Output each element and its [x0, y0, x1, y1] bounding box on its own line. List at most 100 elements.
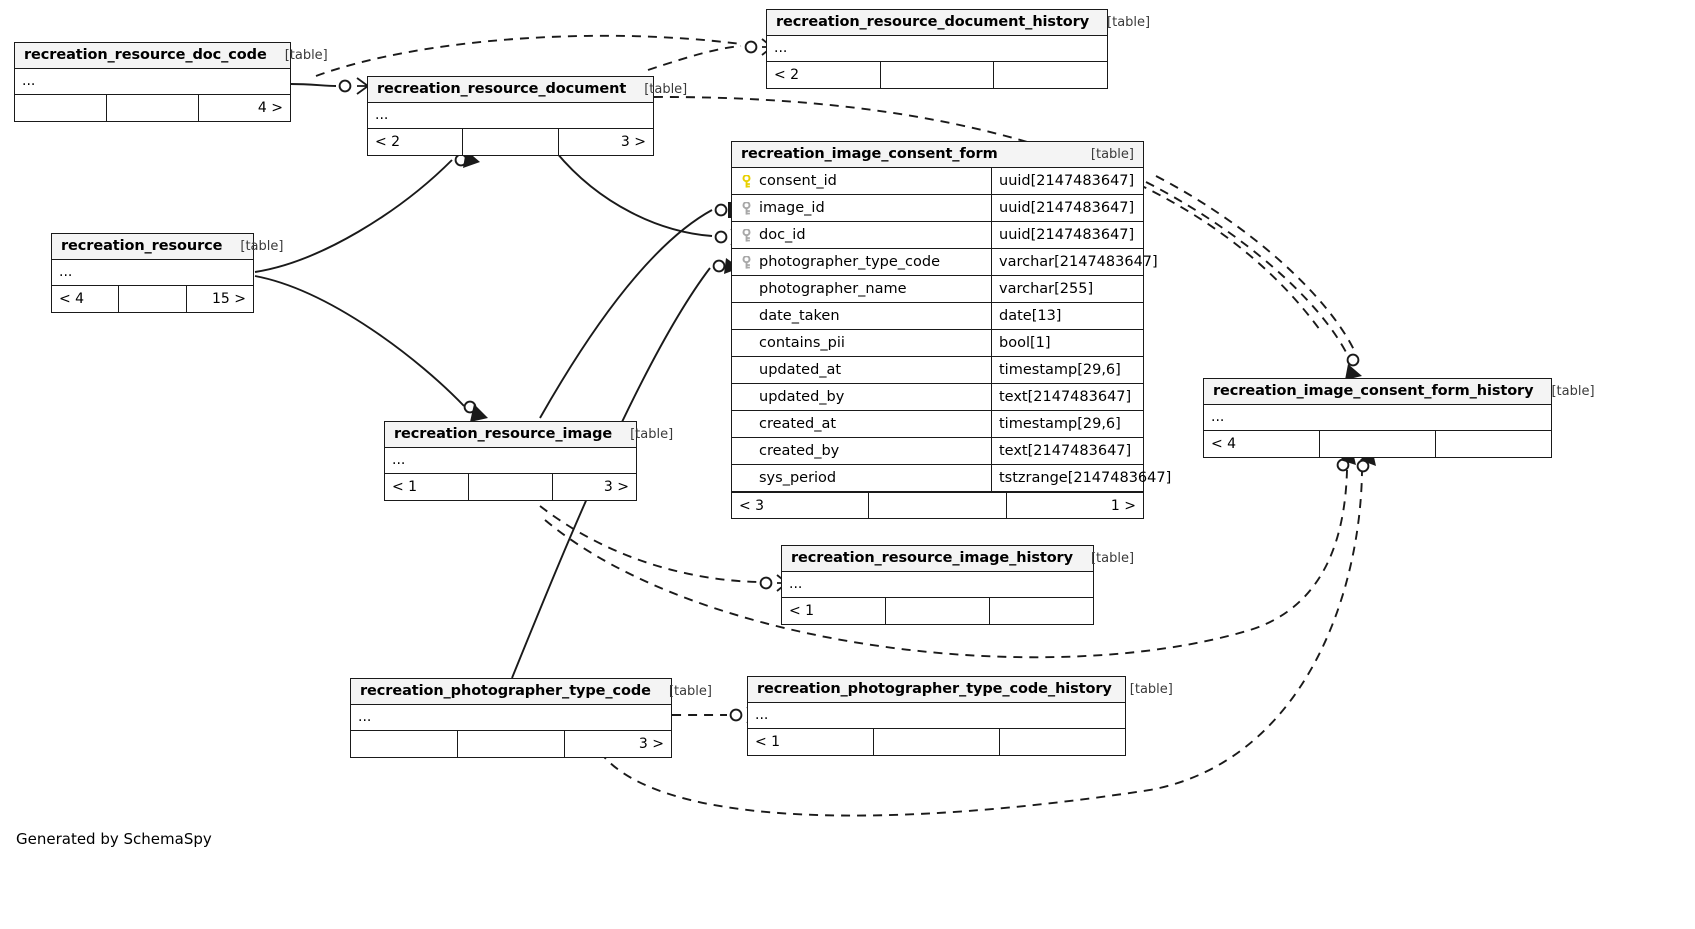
table-title-bar: recreation_photographer_type_code_histor…: [748, 677, 1173, 703]
table-footer: < 2 3 >: [368, 129, 653, 155]
table-type-tag: [table]: [1107, 14, 1151, 30]
footer-middle: [881, 62, 995, 88]
table-name: recreation_resource: [61, 238, 223, 254]
table-name: recreation_resource_doc_code: [24, 47, 267, 63]
edge-consent-consenthistory-b: [1155, 175, 1357, 355]
no-key-icon: [741, 283, 752, 296]
column-name-cell: contains_pii: [732, 330, 992, 356]
footer-middle: [458, 731, 565, 757]
no-key-icon: [741, 418, 752, 431]
column-name: updated_by: [759, 389, 845, 405]
table-title-bar: recreation_resource [table]: [52, 234, 283, 260]
column-name-cell: sys_period: [732, 465, 992, 491]
foreign-key-icon: [741, 255, 752, 269]
footer-parents-count: < 3: [732, 493, 870, 518]
column-name: consent_id: [759, 173, 837, 189]
column-name: photographer_type_code: [759, 254, 941, 270]
edge-document-dochistory: [647, 45, 742, 71]
table-node-recreation-image-consent-form-history[interactable]: recreation_image_consent_form_history [t…: [1203, 378, 1595, 458]
table-name: recreation_resource_document: [377, 81, 627, 97]
table-node-recreation-resource-image[interactable]: recreation_resource_image [table] ... < …: [384, 421, 673, 501]
column-name: image_id: [759, 200, 825, 216]
column-name: photographer_name: [759, 281, 907, 297]
column-name: updated_at: [759, 362, 842, 378]
no-key-icon: [741, 337, 752, 350]
table-node-recreation-photographer-type-code[interactable]: recreation_photographer_type_code [table…: [350, 678, 712, 758]
table-node-recreation-resource-image-history[interactable]: recreation_resource_image_history [table…: [781, 545, 1134, 625]
table-node-recreation-resource[interactable]: recreation_resource [table] ... < 4 15 >: [51, 233, 283, 313]
edge-image-imagehistory: [539, 505, 758, 583]
footer-children-count: 1 >: [1110, 497, 1136, 514]
footer-children-count: [990, 598, 1093, 624]
table-node-recreation-resource-doc-code[interactable]: recreation_resource_doc_code [table] ...…: [14, 42, 328, 122]
table-columns-ellipsis: ...: [385, 448, 636, 474]
table-row[interactable]: image_id uuid[2147483647]: [732, 195, 1143, 222]
table-name: recreation_image_consent_form: [741, 146, 998, 162]
column-type: bool[1]: [999, 335, 1051, 351]
edge-doccode-dochistory: [315, 34, 742, 77]
table-title-bar: recreation_photographer_type_code [table…: [351, 679, 712, 705]
column-name: doc_id: [759, 227, 806, 243]
table-footer: < 1: [748, 729, 1125, 755]
footer-parents-count: < 2: [368, 129, 464, 155]
footer-parents-count: [351, 731, 458, 757]
column-type: tstzrange[2147483647]: [999, 470, 1172, 486]
table-columns-ellipsis: ...: [1204, 405, 1551, 431]
table-type-tag: [table]: [1090, 550, 1135, 566]
table-title-bar: recreation_image_consent_form [table]: [732, 142, 1143, 168]
column-type: date[13]: [999, 308, 1062, 324]
footer-parents-count: < 1: [782, 598, 886, 624]
table-node-recreation-resource-document-history[interactable]: recreation_resource_document_history [ta…: [766, 9, 1150, 89]
table-row[interactable]: photographer_type_code varchar[2147483647…: [732, 249, 1158, 276]
table-type-tag: [table]: [1090, 146, 1134, 162]
footer-children-count: 3 >: [620, 134, 646, 150]
column-type: varchar[2147483647]: [999, 254, 1158, 270]
column-name: date_taken: [759, 308, 840, 324]
column-name-cell: created_at: [732, 411, 992, 437]
footer-middle: [886, 598, 990, 624]
footer-middle: [1320, 431, 1436, 457]
edge-resource-document: [254, 159, 453, 273]
column-name-cell: date_taken: [732, 303, 992, 329]
column-name-cell: consent_id: [732, 168, 992, 194]
table-columns-ellipsis: ...: [52, 260, 253, 286]
footer-parents-count: < 2: [767, 62, 881, 88]
column-name: sys_period: [759, 470, 837, 486]
column-name-cell: created_by: [732, 438, 992, 464]
table-columns-ellipsis: ...: [767, 36, 1107, 62]
table-type-tag: [table]: [1129, 681, 1173, 697]
table-columns-ellipsis: ...: [351, 705, 671, 731]
table-title-bar: recreation_resource_doc_code [table]: [15, 43, 328, 69]
table-name: recreation_photographer_type_code: [360, 683, 651, 699]
table-row[interactable]: date_taken date[13]: [732, 303, 1143, 330]
table-footer: 3 >: [351, 731, 671, 757]
footer-children-count: [994, 62, 1107, 88]
footer-parents-count: < 4: [1204, 431, 1320, 457]
table-name: recreation_image_consent_form_history: [1213, 383, 1534, 399]
footer-middle: [463, 129, 559, 155]
table-title-bar: recreation_resource_image_history [table…: [782, 546, 1134, 572]
table-footer: < 1: [782, 598, 1093, 624]
foreign-key-icon: [741, 228, 752, 242]
table-name: recreation_resource_image_history: [791, 550, 1073, 566]
column-type: uuid[2147483647]: [999, 200, 1135, 216]
table-row[interactable]: sys_period tstzrange[2147483647]: [732, 465, 1171, 492]
footer-middle: [107, 95, 199, 121]
footer-parents-count: < 1: [748, 729, 874, 755]
footer-children-count: [1000, 729, 1125, 755]
table-footer: < 1 3 >: [385, 474, 636, 500]
table-type-tag: [table]: [644, 81, 688, 97]
table-node-recreation-resource-document[interactable]: recreation_resource_document [table] ...…: [367, 76, 687, 156]
table-row[interactable]: contains_pii bool[1]: [732, 330, 1143, 357]
table-node-recreation-image-consent-form[interactable]: recreation_image_consent_form [table] co…: [731, 141, 1171, 519]
column-name-cell: image_id: [732, 195, 992, 221]
table-node-recreation-photographer-type-code-history[interactable]: recreation_photographer_type_code_histor…: [747, 676, 1173, 756]
